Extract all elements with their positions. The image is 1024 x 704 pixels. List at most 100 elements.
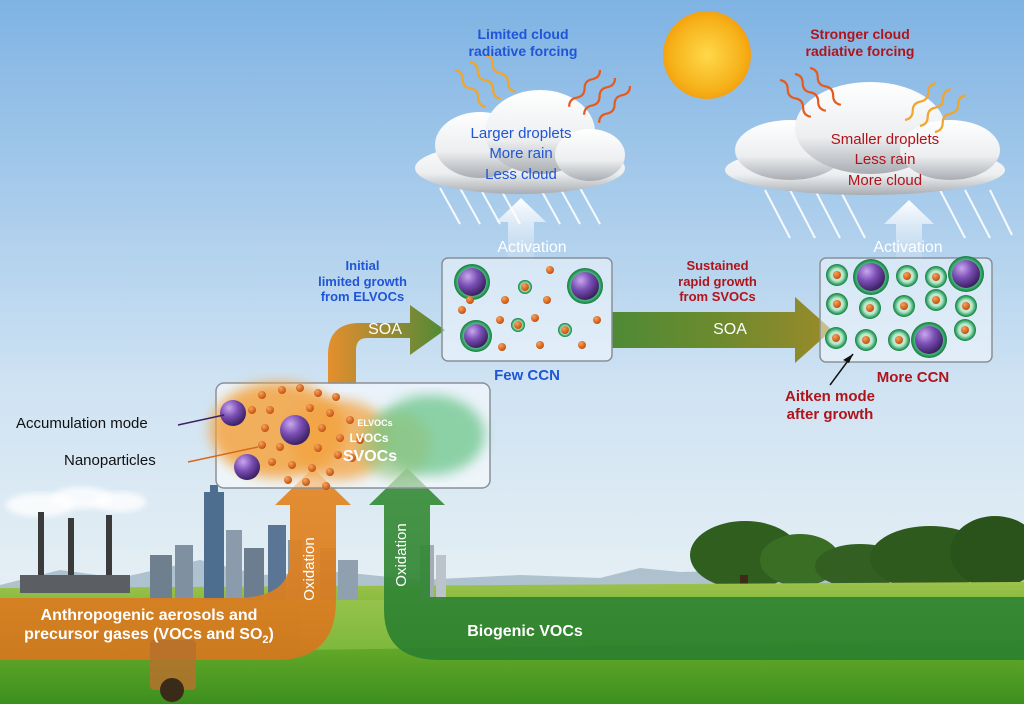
nanoparticle [258, 391, 266, 399]
soa-arrow-sustained [612, 297, 832, 363]
aitken-core [833, 271, 841, 279]
cloud-left-effects: Larger droplets More rain Less cloud [446, 124, 596, 185]
aitken-core [903, 272, 911, 280]
nanoparticle [268, 458, 276, 466]
accumulation-leader-line [177, 414, 225, 426]
nanoparticle [258, 441, 266, 449]
nanoparticle [578, 341, 586, 349]
nanoparticles-label: Nanoparticles [64, 452, 156, 469]
nanoparticle [318, 424, 326, 432]
elvocs-label: ELVOCs [357, 418, 393, 428]
nanoparticle [276, 443, 284, 451]
effect-more-rain: More rain [489, 145, 553, 163]
cloud-left-heading-line1: Limited cloud [477, 26, 569, 42]
accumulation-particle [857, 263, 885, 291]
aitken-core [900, 302, 908, 310]
activation-label-left: Activation [497, 239, 567, 256]
aitken-core [832, 334, 840, 342]
radiation-arrows-right [779, 66, 967, 134]
activation-arrow-right [884, 200, 934, 260]
nanoparticle [531, 314, 539, 322]
oxidation-biogenic-label: Oxidation [393, 523, 410, 587]
few-ccn-label: Few CCN [494, 367, 560, 384]
initial-growth-label: Initial limited growth from ELVOCs [300, 258, 425, 305]
nanoparticle [546, 266, 554, 274]
effect-larger-droplets: Larger droplets [470, 125, 572, 142]
accumulation-particle [234, 454, 260, 480]
aitken-core [521, 283, 529, 291]
more-ccn-particles [825, 256, 984, 358]
accumulation-particle [915, 326, 943, 354]
cloud-right [725, 82, 1013, 239]
truck [150, 640, 196, 702]
aitken-core [932, 296, 940, 304]
accumulation-particle [458, 268, 486, 296]
nanoparticle [302, 478, 310, 486]
nanoparticle [336, 434, 344, 442]
effect-more-cloud: More cloud [847, 171, 923, 189]
aitken-core [866, 304, 874, 312]
source-box [210, 382, 491, 489]
nanoparticle [332, 393, 340, 401]
activation-arrow-left [496, 198, 546, 260]
aitken-core [962, 302, 970, 310]
oxidation-anthropogenic-label: Oxidation [301, 537, 318, 601]
accumulation-particle [571, 272, 599, 300]
sustained-growth-line1: Sustained [686, 258, 749, 273]
aitken-core [514, 321, 522, 329]
initial-growth-line3: from ELVOCs [320, 289, 405, 305]
sustained-growth-line3: from SVOCs [679, 289, 756, 305]
nanoparticle [593, 316, 601, 324]
initial-growth-line1: Initial [345, 258, 380, 273]
aitken-core [561, 326, 569, 334]
cloud-right-heading-line2: radiative forcing [805, 42, 915, 59]
nanoparticle [314, 389, 322, 397]
anthropogenic-arrow [0, 468, 351, 660]
nanoparticle [278, 386, 286, 394]
sustained-growth-label: Sustained rapid growth from SVOCs [655, 258, 780, 305]
nanoparticle [306, 404, 314, 412]
aitken-core [895, 336, 903, 344]
cloud-right-heading: Stronger cloud radiative forcing [790, 26, 930, 60]
anthropogenic-sources-label: Anthropogenic aerosols and precursor gas… [14, 606, 284, 648]
svocs-label: SVOCs [342, 448, 398, 465]
nanoparticle [346, 416, 354, 424]
nanoparticle [496, 316, 504, 324]
nanoparticle [326, 468, 334, 476]
nanoparticle [458, 306, 466, 314]
anthropogenic-line1: Anthropogenic aerosols and [40, 607, 258, 624]
few-ccn-particles [454, 264, 603, 352]
accumulation-particle [952, 260, 980, 288]
accumulation-mode-label: Accumulation mode [16, 415, 148, 432]
accumulation-particle [464, 324, 488, 348]
lvocs-label: LVOCs [349, 431, 389, 445]
biogenic-vocs-label: Biogenic VOCs [467, 623, 583, 640]
so2-subscript: 2 [262, 634, 269, 647]
nanoparticle [288, 461, 296, 469]
nanoparticle [536, 341, 544, 349]
aitken-label-line1: Aitken mode [784, 388, 875, 405]
nanoparticle [334, 451, 342, 459]
anthropogenic-line2: precursor gases (VOCs and SO2) [14, 625, 284, 647]
nanoparticle [261, 424, 269, 432]
nanoparticle [356, 436, 364, 444]
nanoparticle-leader-line [187, 446, 259, 463]
aitken-label-line2: after growth [786, 406, 874, 423]
nanoparticle [314, 444, 322, 452]
cloud-left-heading: Limited cloud radiative forcing [458, 26, 588, 60]
biogenic-arrow [369, 468, 1024, 660]
more-ccn-label: More CCN [876, 369, 950, 386]
smokestacks [6, 487, 146, 593]
cloud-right-heading-line1: Stronger cloud [810, 26, 910, 42]
nanoparticle [501, 296, 509, 304]
soa-label-left: SOA [368, 321, 402, 338]
nanoparticle [284, 476, 292, 484]
cloud-left [415, 90, 625, 225]
effect-less-rain: Less rain [854, 151, 916, 169]
aitken-core [862, 336, 870, 344]
aitken-core [961, 326, 969, 334]
sustained-growth-line2: rapid growth [678, 273, 757, 289]
accumulation-particle [220, 400, 246, 426]
nanoparticle [266, 406, 274, 414]
